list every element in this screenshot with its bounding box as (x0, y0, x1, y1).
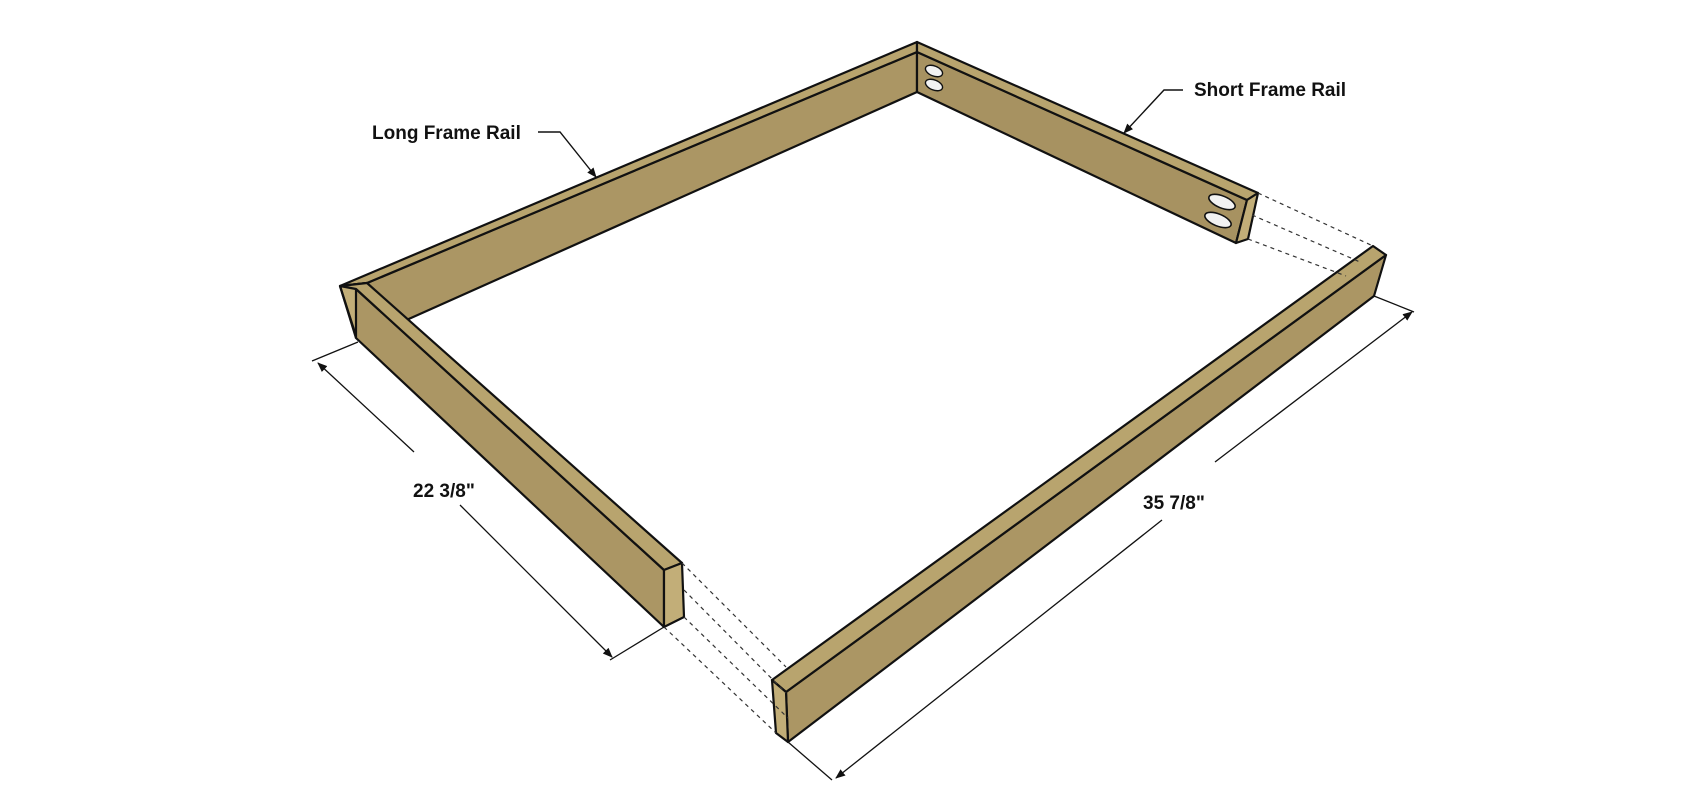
dimension-arrow-icon (459, 504, 613, 658)
long-dimension-label: 35 7/8" (1143, 493, 1205, 514)
dimension-extension-line (787, 741, 833, 781)
pocket-hole-icon (924, 78, 944, 92)
short-frame-rail (915, 40, 1260, 245)
label-leaders (538, 89, 1183, 178)
dimension-extension-line (609, 626, 665, 661)
dimension-arrow-icon (317, 362, 415, 453)
front-rail-outer-face (784, 253, 1388, 744)
pocket-hole-icon (924, 64, 944, 78)
left-rail-outer-face (354, 287, 666, 629)
dimension-short (311, 341, 665, 661)
pocket-hole-icon (1204, 211, 1232, 229)
long-rail-top-face (338, 40, 919, 288)
short-dimension-label: 22 3/8" (413, 481, 475, 502)
short-rail-top-face (915, 40, 1260, 202)
front-rail-top-face (770, 244, 1388, 694)
dimension-long (787, 295, 1415, 781)
leader-arrow-icon (538, 131, 597, 178)
left-rail-end-face (662, 561, 686, 629)
assembly-guide-lines (663, 192, 1374, 734)
left-short-rail (338, 281, 686, 629)
short-frame-rail-label: Short Frame Rail (1194, 80, 1346, 101)
front-long-rail (770, 244, 1388, 744)
long-rail-inner-face (365, 50, 919, 324)
long-frame-rail-label: Long Frame Rail (372, 123, 521, 144)
left-rail-corner-edge (338, 285, 358, 339)
leader-arrow-icon (1123, 89, 1183, 134)
dimension-extension-line (1373, 295, 1415, 313)
long-frame-rail (338, 40, 919, 344)
dimension-arrow-icon (1214, 311, 1413, 463)
dimension-arrow-icon (835, 519, 1163, 779)
pocket-hole-icon (1208, 193, 1236, 211)
dimension-extension-line (311, 341, 359, 362)
